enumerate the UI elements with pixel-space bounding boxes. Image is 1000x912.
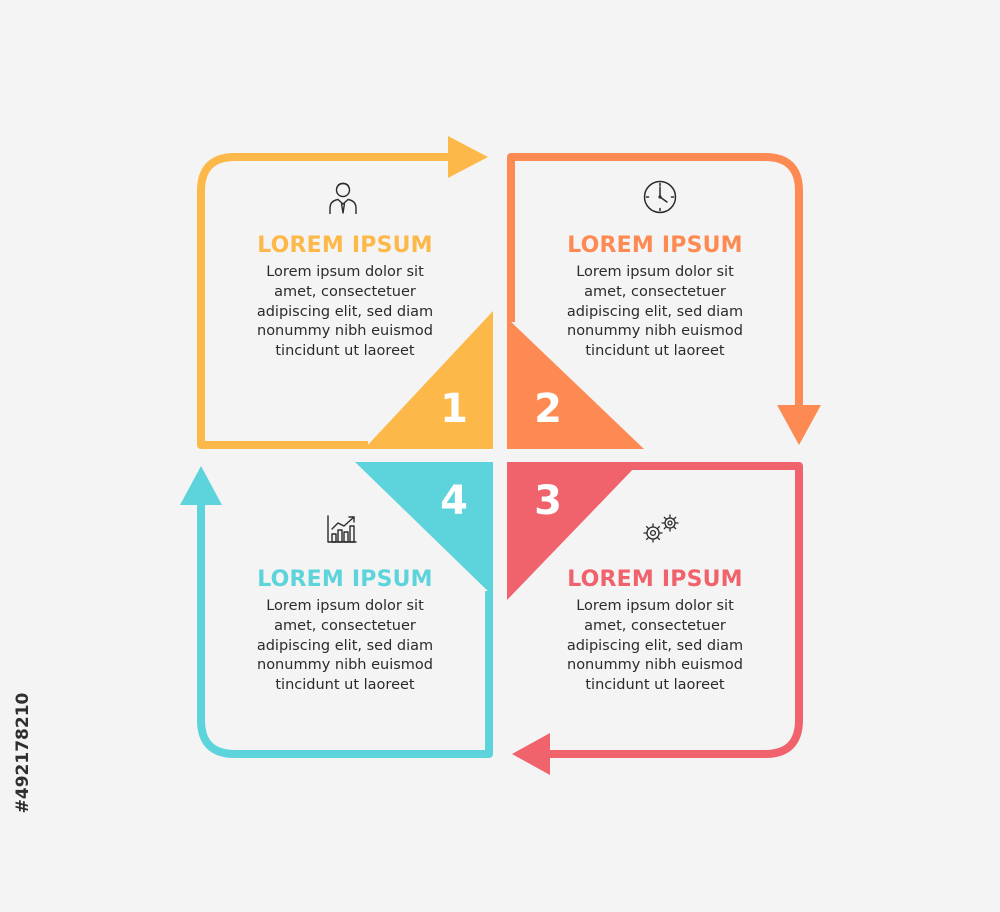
step-1-frame (197, 153, 448, 449)
step-4-line: Lorem ipsum dolor sit (266, 598, 424, 614)
step-3-frame (550, 462, 803, 758)
step-1-line: tincidunt ut laoreet (275, 343, 415, 360)
step-3-number: 3 (534, 478, 562, 524)
step-2-description: Lorem ipsum dolor sit amet, consectetuer… (540, 263, 770, 362)
step-3-line: nonummy nibh euismod (567, 657, 743, 674)
step-1-number: 1 (440, 386, 468, 432)
step-1-line: adipiscing elit, sed diam (256, 303, 434, 320)
step-3-line: tincidunt ut laoreet (585, 677, 725, 694)
step-1-title: LOREM IPSUM (257, 233, 433, 258)
growth-chart-icon (327, 515, 357, 543)
step-3-number-triangle (507, 462, 640, 600)
gears-icon (643, 514, 679, 543)
step-3-line: Lorem ipsum dolor sit (576, 598, 734, 614)
step-1-number-triangle (364, 311, 493, 449)
step-3-title: LOREM IPSUM (567, 567, 743, 592)
step-1-line: amet, consectetuer (274, 283, 416, 300)
step-2-arrowhead (777, 405, 821, 445)
clock-icon (643, 180, 677, 214)
step-4-description: Lorem ipsum dolor sit amet, consectetuer… (230, 597, 460, 696)
step-2-line: tincidunt ut laoreet (585, 343, 725, 360)
step-2-title: LOREM IPSUM (567, 233, 743, 258)
step-1-description: Lorem ipsum dolor sit amet, consectetuer… (230, 263, 460, 362)
step-4-title: LOREM IPSUM (257, 567, 433, 592)
step-4-line: adipiscing elit, sed diam (256, 637, 434, 654)
step-4-line: nonummy nibh euismod (257, 657, 433, 674)
step-4-line: amet, consectetuer (274, 617, 416, 634)
step-4-arrowhead (180, 466, 222, 505)
step-1-arrowhead (448, 136, 488, 178)
step-2-number-triangle (507, 318, 644, 449)
step-4-line: tincidunt ut laoreet (275, 677, 415, 694)
step-4-number-triangle (355, 462, 493, 596)
step-1-line: Lorem ipsum dolor sit (266, 264, 424, 280)
step-2-number: 2 (534, 386, 562, 432)
step-4-frame (197, 505, 493, 758)
step-2-line: adipiscing elit, sed diam (566, 303, 744, 320)
step-2-frame (507, 153, 803, 405)
stock-id-label: #492178210 (3, 678, 43, 828)
step-4-number: 4 (440, 478, 468, 524)
step-2-line: Lorem ipsum dolor sit (576, 264, 734, 280)
step-2-line: amet, consectetuer (584, 283, 726, 300)
step-3-line: adipiscing elit, sed diam (566, 637, 744, 654)
step-2-line: nonummy nibh euismod (567, 323, 743, 340)
stock-id-text: #492178210 (13, 692, 33, 814)
businessman-icon (329, 182, 357, 214)
step-1-line: nonummy nibh euismod (257, 323, 433, 340)
step-3-description: Lorem ipsum dolor sit amet, consectetuer… (540, 597, 770, 696)
step-3-line: amet, consectetuer (584, 617, 726, 634)
step-3-arrowhead (512, 733, 550, 775)
